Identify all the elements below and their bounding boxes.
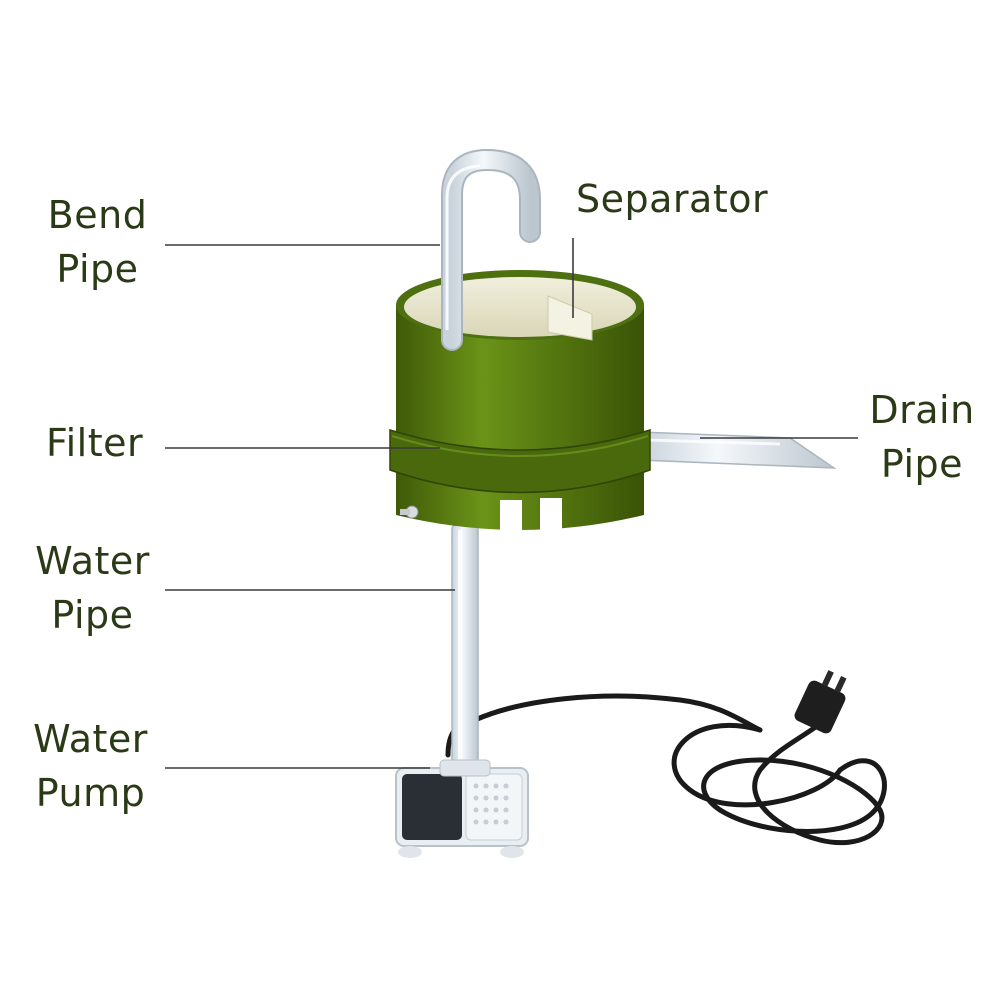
plug-graphic — [794, 670, 847, 734]
power-cable-graphic — [445, 693, 887, 846]
water-pipe-graphic — [451, 524, 479, 776]
label-bend-pipe: Bend Pipe — [47, 193, 148, 291]
water-pump-graphic — [395, 759, 529, 858]
label-drain-pipe: Drain Pipe — [869, 388, 975, 486]
label-filter: Filter — [46, 421, 144, 465]
label-water-pipe: Water Pipe — [35, 539, 150, 637]
drain-pipe-graphic — [639, 431, 837, 469]
leader-lines — [165, 238, 858, 769]
label-water-pump: Water Pump — [33, 717, 148, 815]
filter-bucket-graphic — [389, 270, 651, 542]
label-separator: Separator — [576, 177, 769, 221]
bend-pipe-graphic — [441, 148, 541, 351]
